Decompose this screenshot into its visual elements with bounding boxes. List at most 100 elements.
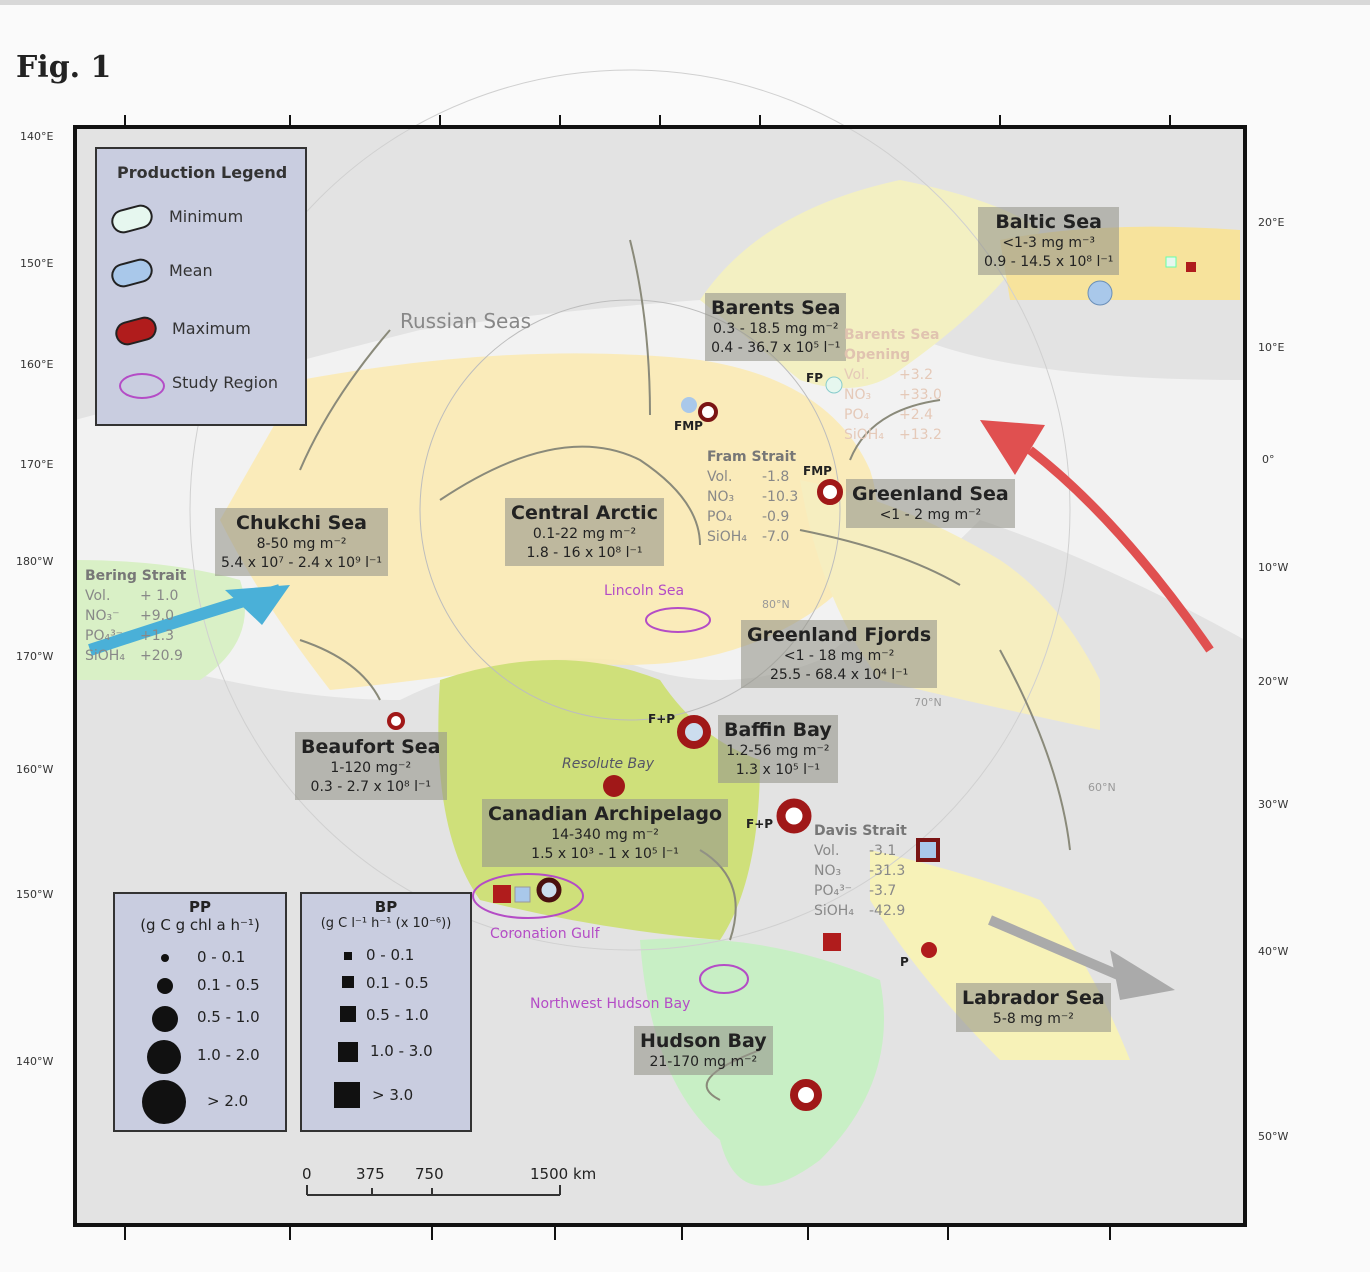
lat-label: 70°N <box>914 696 942 709</box>
lat-label: 60°N <box>1088 781 1116 794</box>
flux-barents-sea-opening: Barents Sea Opening Vol.+3.2 NO₃+33.0 PO… <box>844 325 954 445</box>
pp-legend-item: 1.0 - 2.0 <box>197 1046 260 1064</box>
region-stat: 0.3 - 18.5 mg m⁻² <box>713 321 839 337</box>
hudson-marker <box>790 1079 822 1111</box>
lon-label: 170°E <box>20 458 54 471</box>
baltic-max-square <box>1186 262 1196 272</box>
bp-legend-item: 0.5 - 1.0 <box>366 1006 429 1024</box>
bering-region <box>75 560 245 680</box>
legend-maximum: Maximum <box>172 319 251 338</box>
scale-label: 750 <box>415 1165 444 1183</box>
flux-key: SiOH₄ <box>814 903 854 919</box>
mean-swatch-icon <box>108 255 156 291</box>
flux-value: +33.0 <box>899 387 942 403</box>
flux-key: SiOH₄ <box>707 529 747 545</box>
coronation-mean-square <box>514 886 531 903</box>
region-stat: <1 - 18 mg m⁻² <box>783 648 895 664</box>
resolute-bay-label: Resolute Bay <box>562 756 654 772</box>
bp-legend-item: 0.1 - 0.5 <box>366 974 429 992</box>
flux-value: -3.1 <box>869 843 897 859</box>
nw-hudson-bay-study-region <box>699 964 749 994</box>
bp-legend-item: > 3.0 <box>372 1086 414 1104</box>
flux-value: +20.9 <box>140 648 183 664</box>
region-stat: 5.4 x 10⁷ - 2.4 x 10⁹ l⁻¹ <box>221 555 383 571</box>
region-stat: <1 - 2 mg m⁻² <box>879 507 982 523</box>
lon-label: 160°E <box>20 358 54 371</box>
region-stat: 0.3 - 2.7 x 10⁸ l⁻¹ <box>310 779 431 795</box>
davis-fp-marker <box>776 798 812 834</box>
latitude-circle <box>419 299 841 721</box>
legend-minimum: Minimum <box>169 207 244 226</box>
region-central-arctic: Central Arctic 0.1-22 mg m⁻² 1.8 - 16 x 10… <box>505 498 664 566</box>
region-greenland-sea: Greenland Sea<1 - 2 mg m⁻² <box>846 479 1015 528</box>
bp-legend-item: 0 - 0.1 <box>366 946 415 964</box>
lon-label: 0° <box>1262 453 1275 466</box>
flux-key: Vol. <box>814 843 840 859</box>
fp-min-marker <box>825 376 843 394</box>
region-name: Central Arctic <box>511 502 658 524</box>
p-max-marker <box>921 942 937 958</box>
site-fmp: FMP <box>674 419 703 433</box>
resolute-marker <box>603 775 625 797</box>
flux-value: -42.9 <box>869 903 906 919</box>
flux-key: Vol. <box>707 469 733 485</box>
fmp-max-marker <box>698 402 718 422</box>
flux-key: NO₃ <box>707 489 735 505</box>
flux-title: Fram Strait <box>707 449 797 465</box>
scale-label: 375 <box>356 1165 385 1183</box>
flux-value: + 1.0 <box>140 588 179 604</box>
legend-study-region: Study Region <box>172 373 279 392</box>
flux-value: +9.0 <box>140 608 174 624</box>
region-stat: 14-340 mg m⁻² <box>551 827 659 843</box>
labrador-outflow-arrow <box>988 915 1132 985</box>
figure-label: Fig. 1 <box>16 50 112 85</box>
lon-label: 180°W <box>16 555 54 568</box>
flux-value: +3.2 <box>899 367 933 383</box>
site-fplus: F+P <box>648 712 676 726</box>
region-stat: 21-170 mg m⁻² <box>649 1054 758 1070</box>
pp-legend-item: 0 - 0.1 <box>197 948 246 966</box>
region-stat: 8-50 mg m⁻² <box>256 536 347 552</box>
region-stat: 0.1-22 mg m⁻² <box>532 526 637 542</box>
flux-key: SiOH₄ <box>85 648 125 664</box>
scale-label: 1500 km <box>530 1165 597 1183</box>
scale-label: 0 <box>302 1165 312 1183</box>
flux-bering-strait: Bering Strait Vol.+ 1.0 NO₃⁻+9.0 PO₄³⁻+1… <box>85 566 195 666</box>
site-p: P <box>900 955 909 969</box>
flux-key: SiOH₄ <box>844 427 884 443</box>
lon-label: 20°W <box>1258 675 1289 688</box>
region-name: Beaufort Sea <box>301 736 441 758</box>
bp-legend-item: 1.0 - 3.0 <box>370 1042 433 1060</box>
pp-legend-item: 0.1 - 0.5 <box>197 976 260 994</box>
coronation-gulf-study-region <box>472 873 584 919</box>
region-stat: 1.5 x 10³ - 1 x 10⁵ l⁻¹ <box>531 846 679 862</box>
flux-value: -7.0 <box>762 529 790 545</box>
region-stat: 0.9 - 14.5 x 10⁸ l⁻¹ <box>984 254 1114 270</box>
lon-label: 140°W <box>16 1055 54 1068</box>
flux-value: -3.7 <box>869 883 897 899</box>
region-stat: 1-120 mg⁻² <box>330 760 412 776</box>
pp-legend-item: 0.5 - 1.0 <box>197 1008 260 1026</box>
flux-title: Davis Strait <box>814 823 907 839</box>
region-name: Hudson Bay <box>640 1030 767 1052</box>
flux-key: PO₄³⁻ <box>85 628 124 644</box>
lon-label: 30°W <box>1258 798 1289 811</box>
flux-value: +13.2 <box>899 427 942 443</box>
site-fp: FP <box>806 371 823 385</box>
region-stat: 1.8 - 16 x 10⁸ l⁻¹ <box>526 545 643 561</box>
flux-title: Barents Sea Opening <box>844 327 940 363</box>
greenland-sea-marker <box>817 479 843 505</box>
region-name: Greenland Fjords <box>747 624 932 646</box>
region-hudson-bay: Hudson Bay 21-170 mg m⁻² <box>634 1026 773 1075</box>
lincoln-sea-study-region <box>645 607 711 633</box>
region-stat: <1-3 mg m⁻³ <box>1002 235 1095 251</box>
lon-label: 40°W <box>1258 945 1289 958</box>
baffin-marker <box>677 715 711 749</box>
top-border <box>0 0 1370 5</box>
